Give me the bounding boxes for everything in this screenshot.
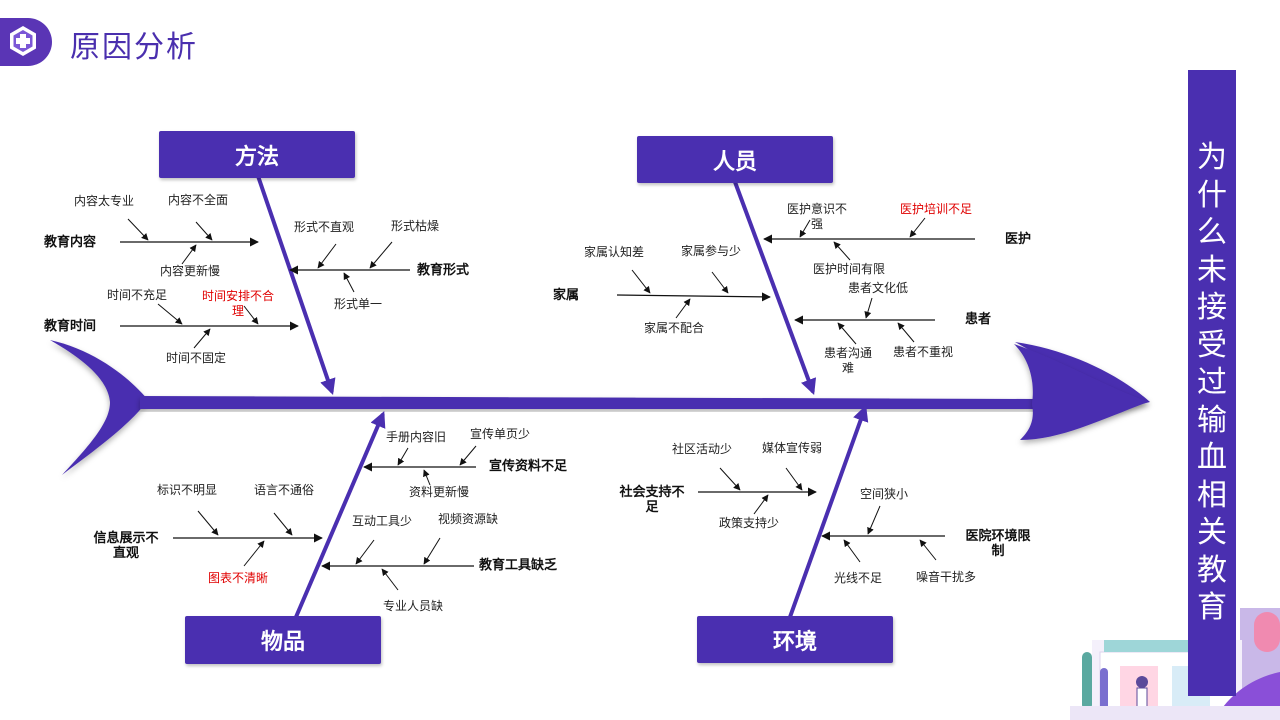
- cause-label: 语言不通俗: [254, 483, 315, 497]
- subcause-label: 宣传资料不足: [489, 459, 568, 474]
- bone-materials: [294, 411, 386, 618]
- subcause-label: 信息展示不直观: [93, 531, 159, 561]
- subcause-label: 社会支持不足: [619, 485, 685, 515]
- cause-label: 光线不足: [834, 571, 883, 585]
- cause-label: 专业人员缺: [383, 599, 444, 613]
- cause-label: 患者文化低: [848, 281, 909, 295]
- subcause-label: 教育形式: [417, 263, 470, 278]
- effect-char: 教: [1197, 552, 1227, 588]
- subcause-label: 医护: [1005, 232, 1032, 247]
- cause-label: 空间狭小: [860, 487, 909, 501]
- medical-cross-hexagon-icon: [10, 26, 36, 56]
- cause-label: 媒体宣传弱: [762, 441, 823, 455]
- cause-label: 医护意识不强: [786, 202, 847, 231]
- category-environment: 环境: [697, 616, 893, 663]
- cause-label: 噪音干扰多: [916, 570, 977, 584]
- subcause-label: 患者: [965, 312, 992, 327]
- effect-char: 血: [1197, 440, 1227, 476]
- cause-label: 家属认知差: [584, 245, 645, 259]
- cause-label: 形式枯燥: [391, 219, 440, 233]
- effect-char: 关: [1197, 515, 1227, 551]
- cause-label: 时间不固定: [166, 351, 227, 365]
- fish-tail: [50, 340, 148, 475]
- effect-char: 受: [1197, 327, 1227, 363]
- effect-char: 育: [1197, 590, 1227, 626]
- bone-people: [733, 181, 817, 395]
- fish-spine: [140, 396, 1040, 409]
- effect-box: 为 什 么 未 接 受 过 输 血 相 关 教 育: [1188, 70, 1236, 696]
- cause-label-highlight: 医护培训不足: [900, 202, 973, 216]
- effect-char: 未: [1197, 252, 1227, 288]
- effect-char: 么: [1197, 215, 1227, 251]
- cause-label: 形式单一: [334, 297, 383, 311]
- cause-label: 形式不直观: [294, 220, 355, 234]
- effect-char: 输: [1197, 402, 1227, 438]
- cause-label: 家属参与少: [681, 244, 742, 258]
- cause-label: 医护时间有限: [813, 262, 886, 276]
- bone-method: [256, 175, 336, 396]
- effect-char: 什: [1197, 177, 1227, 213]
- cause-label-highlight: 图表不清晰: [208, 571, 269, 585]
- effect-char: 接: [1197, 290, 1227, 326]
- cause-label: 内容不全面: [168, 193, 229, 207]
- effect-char: 为: [1197, 140, 1227, 176]
- bone-environment: [788, 404, 869, 618]
- cause-label: 视频资源缺: [438, 512, 499, 526]
- subcause-label: 教育工具缺乏: [479, 558, 558, 573]
- cause-label: 患者不重视: [893, 345, 954, 359]
- category-method: 方法: [159, 131, 355, 178]
- cause-label: 家属不配合: [644, 321, 705, 335]
- cause-label: 内容更新慢: [160, 264, 221, 278]
- cause-label: 手册内容旧: [386, 430, 447, 444]
- cause-label-highlight: 时间安排不合理: [201, 289, 274, 318]
- cause-label: 患者沟通难: [823, 346, 872, 375]
- subcause-label: 教育内容: [44, 235, 97, 250]
- page-title: 原因分析: [70, 30, 198, 65]
- cause-label: 互动工具少: [352, 514, 413, 528]
- logo-badge: [0, 18, 52, 66]
- cause-label: 内容太专业: [74, 194, 135, 208]
- effect-char: 相: [1197, 477, 1227, 513]
- cause-label: 标识不明显: [157, 483, 218, 497]
- cause-label: 资料更新慢: [409, 485, 470, 499]
- subcause-label: 医院环境限制: [965, 529, 1031, 559]
- cause-label: 宣传单页少: [470, 427, 531, 441]
- category-people: 人员: [637, 136, 833, 183]
- effect-char: 过: [1197, 365, 1227, 401]
- cause-label: 时间不充足: [107, 288, 168, 302]
- subcause-label: 教育时间: [44, 319, 97, 334]
- subcause-label: 家属: [553, 288, 580, 303]
- cause-label: 政策支持少: [719, 516, 780, 530]
- category-materials: 物品: [185, 616, 381, 664]
- clinic-illustration: [1070, 608, 1280, 720]
- cause-label: 社区活动少: [672, 442, 733, 456]
